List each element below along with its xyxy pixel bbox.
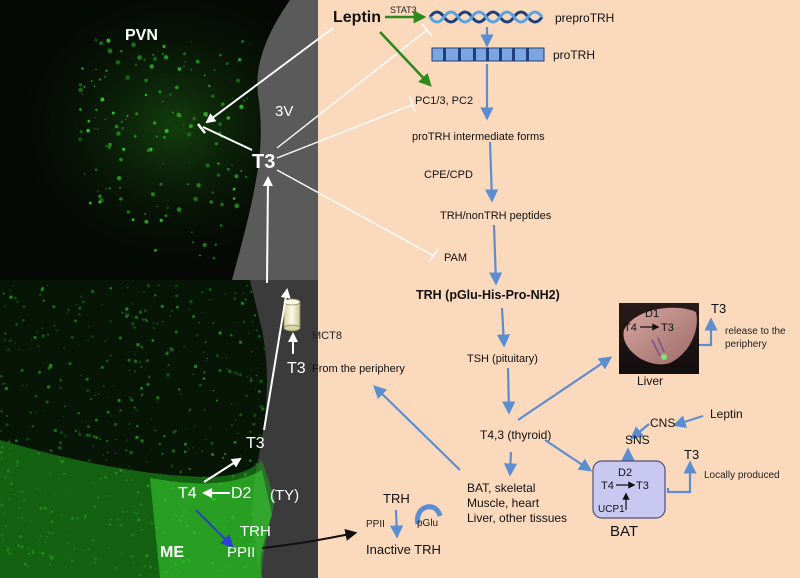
protrh-peptide-icon xyxy=(431,47,545,62)
pam-label: PAM xyxy=(444,252,467,264)
bat-cell-box xyxy=(592,460,666,519)
release-line-2: periphery xyxy=(725,339,767,350)
tanycyte-label: (TY) xyxy=(270,487,299,504)
stat3-label: STAT3 xyxy=(390,5,417,15)
me-label: ME xyxy=(160,544,184,561)
thyroid-hormone-label: T4,3 (thyroid) xyxy=(480,428,551,442)
bat-d2-label: D2 xyxy=(618,467,632,479)
ppii-label: PPII xyxy=(227,544,255,561)
liver-out-t3-label: T3 xyxy=(711,301,726,316)
bat-caption: BAT xyxy=(610,523,638,540)
pvn-neuron-signal xyxy=(78,38,251,260)
locally-produced-label: Locally produced xyxy=(704,470,780,481)
liver-caption: Liver xyxy=(637,374,663,388)
bat-t3-label: T3 xyxy=(636,480,649,492)
t3-inhibition-lines xyxy=(276,23,439,263)
bat-out-t3-label: T3 xyxy=(684,447,699,462)
trh-release-arrow xyxy=(261,528,358,549)
tsh-label: TSH (pituitary) xyxy=(467,353,538,365)
degradation-arrow xyxy=(389,509,404,539)
trh-structure-label: TRH (pGlu-His-Pro-NH2) xyxy=(416,288,560,302)
liver-t3-label: T3 xyxy=(661,322,674,334)
mct8-label: MCT8 xyxy=(312,330,342,342)
bat-t4-label: T4 xyxy=(601,480,614,492)
liver-t4-label: T4 xyxy=(624,322,637,334)
processing-cascade-arrows xyxy=(480,27,516,415)
degradation-ppii-label: PPII xyxy=(366,519,385,530)
cpe-cpd-label: CPE/CPD xyxy=(424,169,473,181)
t3-tanycyte-label: T3 xyxy=(246,435,265,452)
pvn-micrograph xyxy=(0,0,318,280)
t3-entering-label: T3 xyxy=(287,360,306,377)
leptin-label: Leptin xyxy=(333,9,381,26)
d2-label: D2 xyxy=(231,485,252,502)
preprotrh-mrna-icon xyxy=(428,10,544,24)
sns-label: SNS xyxy=(625,433,650,447)
intermediate-forms-label: proTRH intermediate forms xyxy=(412,131,545,143)
t3-central-label: T3 xyxy=(252,151,275,173)
micrograph-arrows xyxy=(197,27,334,498)
inactive-trh-label: Inactive TRH xyxy=(366,542,441,557)
pvn-label: PVN xyxy=(125,27,158,44)
preprotrh-label: preproTRH xyxy=(555,11,614,25)
pc-enzymes-label: PC1/3, PC2 xyxy=(415,95,473,107)
pglu-label: pGlu xyxy=(417,518,438,529)
trh-to-ppii-arrow xyxy=(195,509,234,548)
trh-terminal-label: TRH xyxy=(240,523,271,540)
cns-label: CNS xyxy=(650,416,675,430)
bat-leptin-label: Leptin xyxy=(710,407,743,421)
pglu-cleavage-icon xyxy=(415,504,443,525)
tissues-line-3: Liver, other tissues xyxy=(467,511,567,525)
tissues-line-2: Muscle, heart xyxy=(467,496,540,510)
protrh-label: proTRH xyxy=(553,48,595,62)
from-periphery-label: From the periphery xyxy=(312,363,405,375)
degradation-trh-label: TRH xyxy=(383,491,410,506)
peptides-label: TRH/nonTRH peptides xyxy=(440,210,552,222)
mct8-transporter-icon xyxy=(283,298,301,332)
ucp1-label: UCP1 xyxy=(598,504,625,515)
third-ventricle-label: 3V xyxy=(275,103,293,120)
liver-panel xyxy=(619,303,699,374)
third-ventricle xyxy=(232,0,318,280)
t4-label: T4 xyxy=(178,485,197,502)
release-line-1: release to the xyxy=(725,326,786,337)
tissues-line-1: BAT, skeletal xyxy=(467,481,535,495)
liver-d1-label: D1 xyxy=(645,308,659,320)
leptin-stimulation-arrows xyxy=(379,10,432,87)
